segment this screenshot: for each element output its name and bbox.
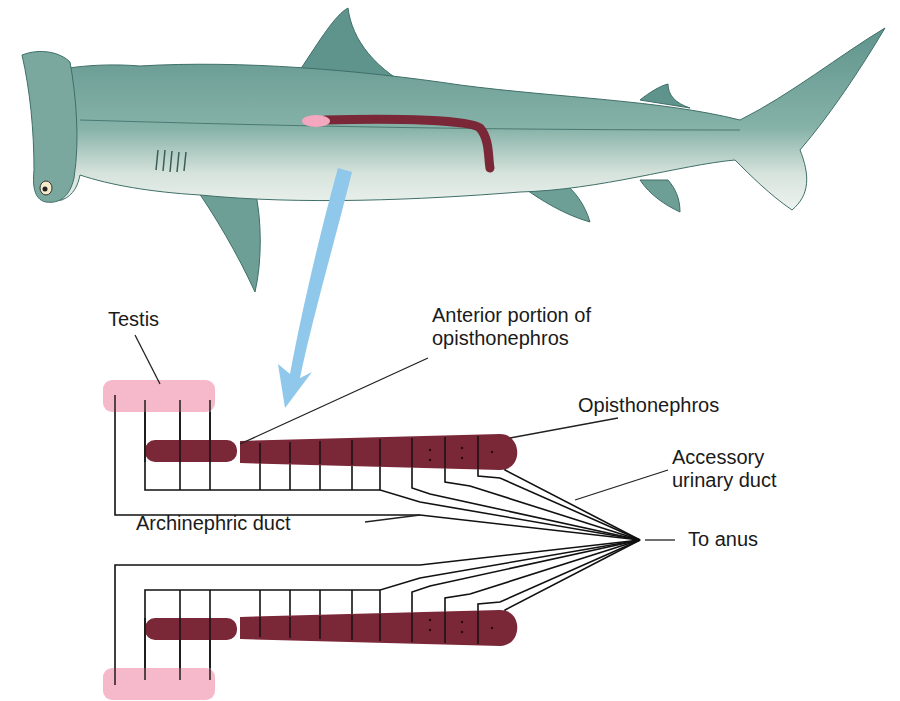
shark-body [30,28,885,210]
part-label: Accessory urinary duct [672,446,822,492]
opisthonephros [240,434,517,470]
part-label: Testis [108,308,198,331]
shark-eye [40,181,52,195]
part-label: Opisthonephros [578,394,768,417]
anterior-opisthonephros [145,440,237,462]
leader-lines [135,335,675,540]
part-label: To anus [688,528,798,551]
ducts-over [115,395,478,469]
shark-kidney [325,119,490,168]
duct-system-lower [103,540,640,700]
gill-slits [156,150,186,172]
hammer-head [22,51,77,202]
shark-pupil [43,187,48,192]
shark [22,8,885,292]
part-label: Anterior portion of opisthonephros [432,304,682,350]
part-label: Archinephric duct [136,512,366,535]
ducts [115,412,640,540]
zoom-arrow [278,168,352,408]
testis [103,380,215,412]
duct-system-upper [103,380,640,540]
shark-testis [302,115,330,127]
anal-fin [640,180,680,212]
tubule-dots [429,447,493,461]
